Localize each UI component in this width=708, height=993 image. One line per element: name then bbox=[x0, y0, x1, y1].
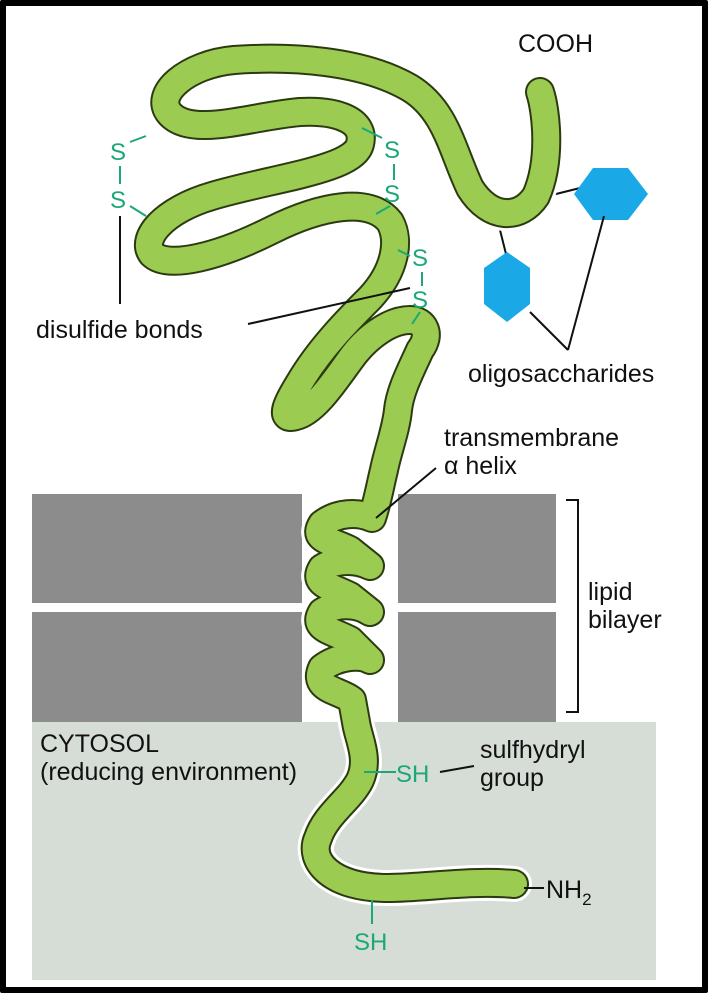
sh-label: SH bbox=[354, 929, 387, 956]
sh-label: SH bbox=[396, 761, 429, 788]
alpha-helix-label: α helix bbox=[444, 452, 517, 480]
bilayer-outer-left bbox=[32, 494, 302, 603]
sulfur-atom: S bbox=[110, 187, 126, 214]
bilayer-inner-right bbox=[398, 612, 556, 722]
sulfur-atom: S bbox=[384, 181, 400, 208]
bilayer-label: bilayer bbox=[588, 606, 662, 634]
oligosaccharide-hexagon-2 bbox=[484, 252, 530, 322]
bilayer-inner-left bbox=[32, 612, 302, 722]
lipid-bilayer bbox=[32, 494, 556, 722]
bilayer-outer-right bbox=[398, 494, 556, 603]
nh2-subscript: 2 bbox=[582, 890, 591, 909]
bond-line bbox=[130, 136, 146, 142]
leader-oligo-2 bbox=[530, 312, 568, 350]
sulfur-atom: S bbox=[110, 139, 126, 166]
sulfhydryl-label: sulfhydryl bbox=[480, 736, 586, 764]
disulfide-bond-left: S S bbox=[110, 136, 146, 216]
lipid-bilayer-bracket bbox=[566, 500, 578, 712]
reducing-environment-label: (reducing environment) bbox=[40, 758, 297, 786]
cytosol-label: CYTOSOL bbox=[40, 730, 159, 758]
disulfide-bonds-label: disulfide bonds bbox=[36, 316, 203, 344]
sulfur-atom: S bbox=[412, 245, 428, 272]
transmembrane-label: transmembrane bbox=[444, 424, 619, 452]
sulfur-atom: S bbox=[384, 137, 400, 164]
oligosaccharide-hexagon-1 bbox=[574, 168, 648, 220]
lipid-label: lipid bbox=[588, 578, 632, 606]
leader-oligo-1 bbox=[568, 216, 604, 350]
cooh-label: COOH bbox=[518, 30, 593, 58]
oligosaccharides-label: oligosaccharides bbox=[468, 360, 654, 388]
group-label: group bbox=[480, 764, 544, 792]
bond-line bbox=[130, 206, 146, 216]
nh2-text: NH bbox=[546, 876, 582, 904]
sulfur-atom: S bbox=[412, 287, 428, 314]
oligosaccharide-chains bbox=[484, 168, 648, 322]
